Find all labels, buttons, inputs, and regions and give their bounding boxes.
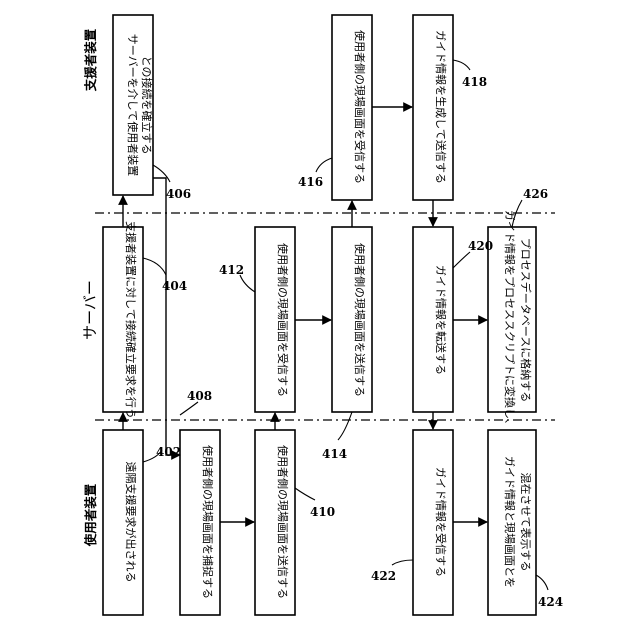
step-402: 遠隔支援要求が出される	[103, 430, 143, 615]
step-412: 使用者側の現場画面を受信する	[255, 227, 295, 412]
step-408: 使用者側の現場画面を捕捉する	[180, 430, 220, 615]
svg-text:406: 406	[166, 187, 191, 201]
ref-422: 422	[371, 560, 413, 583]
svg-text:ガイド情報を生成して送信する: ガイド情報を生成して送信する	[434, 30, 448, 184]
svg-text:416: 416	[298, 175, 323, 189]
ref-404: 404	[143, 258, 187, 293]
step-404: 支援者装置に対して接続確立要求を行う	[103, 221, 143, 419]
svg-text:との接続を確立する: との接続を確立する	[140, 56, 154, 155]
svg-text:418: 418	[462, 75, 487, 89]
lane-title-support-device: 支援者装置	[83, 28, 98, 92]
svg-text:408: 408	[187, 389, 212, 403]
ref-424: 424	[536, 575, 563, 609]
svg-text:ガイド情報を転送する: ガイド情報を転送する	[434, 265, 448, 375]
svg-text:ガイド情報をプロセススクリプトに変換し、: ガイド情報をプロセススクリプトに変換し、	[503, 210, 517, 430]
ref-410: 410	[295, 488, 335, 519]
svg-text:414: 414	[322, 447, 347, 461]
step-410: 使用者側の現場画面を送信する	[255, 430, 295, 615]
lane-title-server: サーバー	[81, 280, 99, 340]
ref-420: 420	[453, 239, 493, 268]
svg-text:使用者側の現場画面を受信する: 使用者側の現場画面を受信する	[276, 243, 289, 397]
svg-text:412: 412	[219, 263, 244, 277]
svg-text:404: 404	[162, 279, 187, 293]
svg-text:410: 410	[310, 505, 335, 519]
ref-418: 418	[453, 60, 487, 89]
step-422: ガイド情報を受信する	[413, 430, 453, 615]
ref-406: 406	[153, 165, 191, 201]
svg-text:遠隔支援要求が出される: 遠隔支援要求が出される	[124, 462, 138, 583]
svg-text:402: 402	[156, 445, 181, 459]
svg-text:424: 424	[538, 595, 563, 609]
step-406: サーバーを介して使用者装置 との接続を確立する	[113, 15, 154, 195]
svg-text:支援者装置に対して接続確立要求を行う: 支援者装置に対して接続確立要求を行う	[124, 221, 138, 419]
svg-text:混在させて表示する: 混在させて表示する	[519, 473, 533, 572]
ref-402: 402	[143, 445, 181, 462]
svg-text:使用者側の現場画面を捕捉する: 使用者側の現場画面を捕捉する	[201, 445, 215, 599]
ref-412: 412	[219, 263, 255, 292]
lane-title-user-device: 使用者装置	[83, 483, 98, 547]
arrow-406-to-408	[153, 178, 180, 455]
svg-text:使用者側の現場画面を送信する: 使用者側の現場画面を送信する	[353, 243, 367, 397]
svg-text:422: 422	[371, 569, 396, 583]
step-424: ガイド情報と現場画面とを 混在させて表示する	[488, 430, 536, 615]
svg-text:使用者側の現場画面を受信する: 使用者側の現場画面を受信する	[353, 30, 366, 184]
svg-text:使用者側の現場画面を送信する: 使用者側の現場画面を送信する	[276, 445, 290, 599]
ref-426: 426	[512, 187, 548, 227]
step-416: 使用者側の現場画面を受信する	[332, 15, 372, 200]
step-420: ガイド情報を転送する	[413, 227, 453, 412]
ref-416: 416	[298, 158, 332, 189]
svg-text:サーバーを介して使用者装置: サーバーを介して使用者装置	[126, 34, 139, 177]
step-418: ガイド情報を生成して送信する	[413, 15, 453, 200]
step-426: ガイド情報をプロセススクリプトに変換し、 プロセスデータベースに格納する	[488, 210, 536, 430]
svg-text:ガイド情報と現場画面とを: ガイド情報と現場画面とを	[503, 456, 516, 588]
svg-text:420: 420	[468, 239, 493, 253]
step-414: 使用者側の現場画面を送信する	[332, 227, 372, 412]
svg-text:426: 426	[523, 187, 548, 201]
svg-text:ガイド情報を受信する: ガイド情報を受信する	[434, 467, 447, 577]
svg-text:プロセスデータベースに格納する: プロセスデータベースに格納する	[519, 238, 533, 402]
ref-408: 408	[180, 389, 212, 415]
